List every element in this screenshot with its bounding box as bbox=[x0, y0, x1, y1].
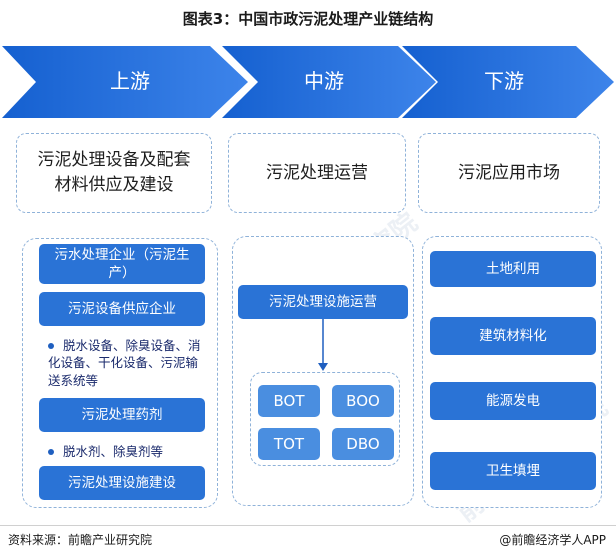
footer-brand: @前瞻经济学人APP bbox=[499, 533, 606, 547]
downstream-arrow bbox=[402, 46, 614, 118]
downstream-building-materials: 建筑材料化 bbox=[430, 317, 596, 355]
upstream-item-equipment-supply: 污泥设备供应企业 bbox=[39, 292, 205, 326]
stage-downstream-label: 下游 bbox=[484, 69, 524, 93]
midstream-header: 污泥处理运营 bbox=[228, 133, 406, 213]
footer-divider bbox=[0, 525, 616, 526]
stage-midstream-label: 中游 bbox=[304, 69, 344, 93]
upstream-item-sewage-plant: 污水处理企业（污泥生产） bbox=[39, 244, 205, 284]
downstream-land-use: 土地利用 bbox=[430, 251, 596, 287]
upstream-chemicals-detail: 脱水剂、除臭剂等 bbox=[48, 443, 208, 460]
upstream-arrow bbox=[2, 46, 248, 118]
footer-source: 资料来源：前瞻产业研究院 bbox=[8, 533, 153, 547]
downstream-sanitary-landfill: 卫生填埋 bbox=[430, 452, 596, 490]
midstream-arrow bbox=[222, 46, 436, 118]
bullet-icon bbox=[48, 448, 54, 455]
page-title: 图表3：中国市政污泥处理产业链结构 bbox=[182, 10, 434, 28]
upstream-equipment-detail: 脱水设备、除臭设备、消化设备、干化设备、污泥输送系统等 bbox=[48, 338, 201, 388]
model-tot: TOT bbox=[258, 428, 320, 460]
midstream-operation: 污泥处理设施运营 bbox=[238, 285, 408, 319]
bullet-icon bbox=[48, 342, 54, 349]
model-boo: BOO bbox=[332, 385, 394, 417]
down-arrow-icon bbox=[318, 319, 328, 371]
downstream-header: 污泥应用市场 bbox=[418, 133, 600, 213]
upstream-header: 污泥处理设备及配套材料供应及建设 bbox=[16, 133, 212, 213]
stage-upstream-label: 上游 bbox=[110, 69, 150, 93]
model-bot: BOT bbox=[258, 385, 320, 417]
model-dbo: DBO bbox=[332, 428, 394, 460]
upstream-item-facility-construction: 污泥处理设施建设 bbox=[39, 466, 205, 500]
stage-arrows bbox=[2, 46, 614, 118]
downstream-energy-generation: 能源发电 bbox=[430, 382, 596, 420]
upstream-item-chemicals: 污泥处理药剂 bbox=[39, 398, 205, 432]
